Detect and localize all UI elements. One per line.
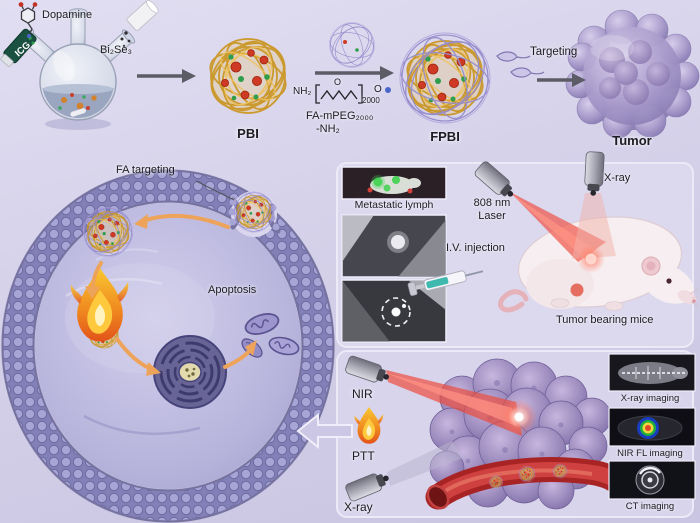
pbi-nanoparticle <box>198 28 298 124</box>
imaging-label-ct: CT imaging <box>625 501 675 512</box>
ptt-label: PTT <box>352 449 375 463</box>
imaging-label-nirfl: NIR FL imaging <box>617 448 683 459</box>
imaging-thumbnails <box>608 353 696 500</box>
bise-vial <box>126 0 159 31</box>
dopamine-label: Dopamine <box>42 9 93 21</box>
bise-label: Bi₂Se₃ <box>100 44 132 56</box>
organelle <box>153 335 227 409</box>
fa-targeting-leader-line <box>195 180 235 201</box>
result-arrow <box>296 412 353 450</box>
cell-process-arrowheads <box>85 214 257 376</box>
polymer-dot-red <box>343 40 347 44</box>
xray-label-top: X-ray <box>604 172 631 184</box>
laser-label: 808 nm Laser <box>466 197 518 223</box>
hydroxyl-dot1 <box>18 2 24 7</box>
fpbi-nanoparticle <box>392 27 498 128</box>
pbi-label: PBI <box>237 126 259 141</box>
fa-targeting-label: FA targeting <box>116 164 175 176</box>
bise-particles <box>120 31 131 48</box>
targeting-ligands <box>496 51 545 78</box>
formula-o-end: O <box>374 84 382 95</box>
xray-beam-bottom <box>387 441 463 486</box>
hydroxyl-dot2 <box>32 2 38 7</box>
process-arrows <box>137 71 573 82</box>
peg-label-line2: -NH₂ <box>316 122 340 135</box>
vessel-opening <box>426 484 450 510</box>
peg-label-line1: FA-mPEG₂₀₀₀ <box>306 110 374 122</box>
reaction-flask <box>20 8 136 130</box>
xray-beam <box>572 193 616 259</box>
syringe <box>407 270 484 296</box>
process-arrowheads <box>182 66 586 87</box>
xray-label-bottom: X-ray <box>344 500 373 514</box>
laser-label-line1: 808 nm <box>473 197 511 209</box>
nir-label: NIR <box>352 387 373 401</box>
laser-beam-core <box>510 193 596 259</box>
amine-dot <box>27 34 31 38</box>
nir-beam-core <box>386 373 516 426</box>
formula-o-mid: O <box>334 77 342 87</box>
formula-nh2: NH₂ <box>293 86 312 97</box>
tumor-bearing-mice-label: Tumor bearing mice <box>556 314 654 326</box>
imaging-label-xray: X-ray imaging <box>620 393 680 404</box>
targeting-label: Targeting <box>530 46 578 58</box>
tumor-sphere <box>565 9 700 139</box>
apoptosis-label: Apoptosis <box>208 284 257 296</box>
peg-formula-structure <box>315 84 363 104</box>
laser-label-line2: Laser <box>478 209 506 222</box>
icg-drop2 <box>31 41 35 45</box>
polymer-dot-green <box>355 48 359 52</box>
iv-injection-label: I.V. injection <box>446 242 505 254</box>
peg-polymer-ball <box>325 19 379 71</box>
formula-subscript: 2000 <box>362 96 380 105</box>
metastatic-lymph-images <box>341 166 447 343</box>
tumor-label: Tumor <box>612 133 652 148</box>
dopamine-molecule <box>20 5 36 36</box>
end-group-dot <box>385 87 391 93</box>
metastatic-lymph-label: Metastatic lymph <box>354 199 434 211</box>
fpbi-label: FPBI <box>430 129 460 144</box>
peg-label: FA-mPEG₂₀₀₀ -NH₂ <box>306 110 373 136</box>
